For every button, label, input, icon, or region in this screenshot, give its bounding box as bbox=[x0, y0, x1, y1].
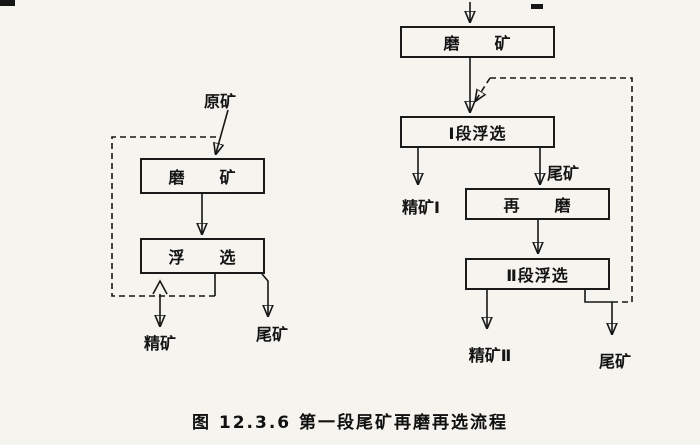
right-recycle-dashed-loop bbox=[490, 77, 633, 303]
right-grind-box: 磨 矿 bbox=[400, 26, 555, 58]
figure-caption: 图 12.3.6 第一段尾矿再磨再选流程 bbox=[191, 413, 509, 433]
scan-artifact bbox=[531, 4, 543, 9]
scan-artifact bbox=[0, 0, 15, 6]
left-up-arrowhead bbox=[152, 279, 168, 295]
right-concentrate2-label: 精矿Ⅱ bbox=[468, 346, 512, 365]
left-concentrate-label: 精矿 bbox=[143, 334, 176, 353]
left-feed-arrow bbox=[216, 109, 229, 153]
left-feed-label: 原矿 bbox=[203, 92, 236, 111]
right-recycle-return-arrow bbox=[476, 77, 491, 100]
left-tailings-arrow bbox=[261, 273, 268, 315]
right-regrind-box: 再 磨 bbox=[465, 188, 610, 220]
left-grind-box: 磨 矿 bbox=[140, 158, 265, 194]
right-final-tailings-label: 尾矿 bbox=[598, 352, 631, 371]
right-stage1-tailings-label: 尾矿 bbox=[547, 164, 580, 183]
left-tailings-label: 尾矿 bbox=[255, 325, 288, 344]
right-final-tailings-arrow bbox=[584, 290, 612, 333]
right-stage2-flotation-box: Ⅱ段浮选 bbox=[465, 258, 610, 290]
right-concentrate1-label: 精矿Ⅰ bbox=[402, 198, 440, 217]
left-recycle-dashed-loop bbox=[111, 136, 218, 297]
right-stage1-flotation-box: Ⅰ段浮选 bbox=[400, 116, 555, 148]
left-flotation-box: 浮 选 bbox=[140, 238, 265, 274]
